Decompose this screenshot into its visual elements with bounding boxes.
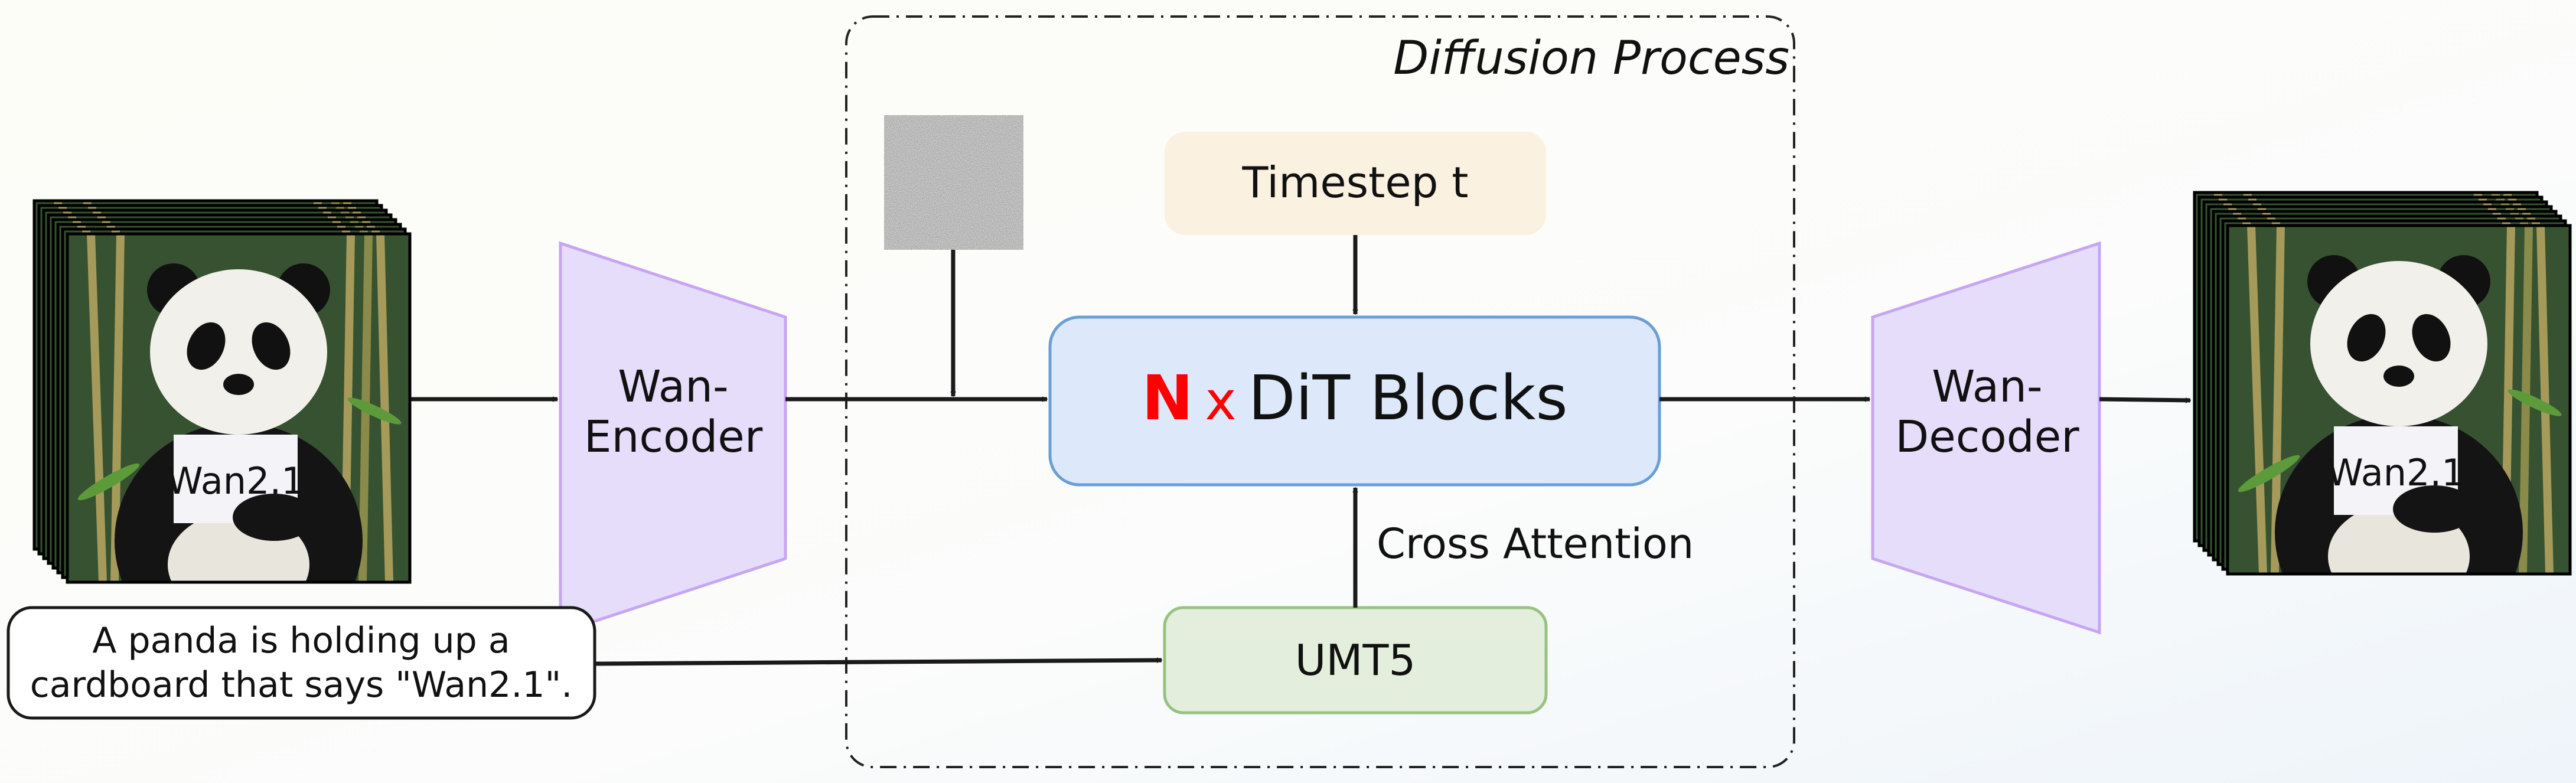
input-video-frames: [32, 199, 412, 584]
svg-text:A panda is holding up a: A panda is holding up a: [92, 620, 510, 661]
timestep-box: Timestep t: [1165, 132, 1546, 235]
cross-attention-label: Cross Attention: [1377, 520, 1694, 568]
output-video-frames: [2193, 191, 2572, 576]
svg-text:UMT5: UMT5: [1295, 635, 1416, 685]
diffusion-process-label: Diffusion Process: [1393, 32, 1789, 85]
svg-text:Encoder: Encoder: [584, 412, 763, 462]
svg-text:Wan-: Wan-: [618, 361, 728, 412]
arrow-decoder-to-video: [2099, 397, 2190, 400]
dit-count-n: N: [1142, 362, 1193, 434]
svg-text:cardboard that says "Wan2.1".: cardboard that says "Wan2.1".: [30, 664, 573, 706]
svg-text:Timestep t: Timestep t: [1241, 158, 1468, 207]
svg-text:Wan-: Wan-: [1932, 361, 2042, 412]
noise-latent-icon: [884, 115, 1023, 250]
svg-text:Decoder: Decoder: [1895, 412, 2079, 462]
arrow-prompt-to-umt5: [594, 660, 1162, 666]
text-prompt-box: A panda is holding up a cardboard that s…: [6, 606, 596, 720]
diffusion-process-group: [845, 15, 1795, 768]
video-frame: [2226, 224, 2572, 576]
wan-encoder: Wan- Encoder: [559, 241, 787, 635]
video-frame: [66, 232, 412, 584]
arrows: [411, 235, 2190, 666]
wan-decoder: Wan- Decoder: [1871, 241, 2101, 635]
umt5-text-encoder: UMT5: [1163, 606, 1548, 715]
